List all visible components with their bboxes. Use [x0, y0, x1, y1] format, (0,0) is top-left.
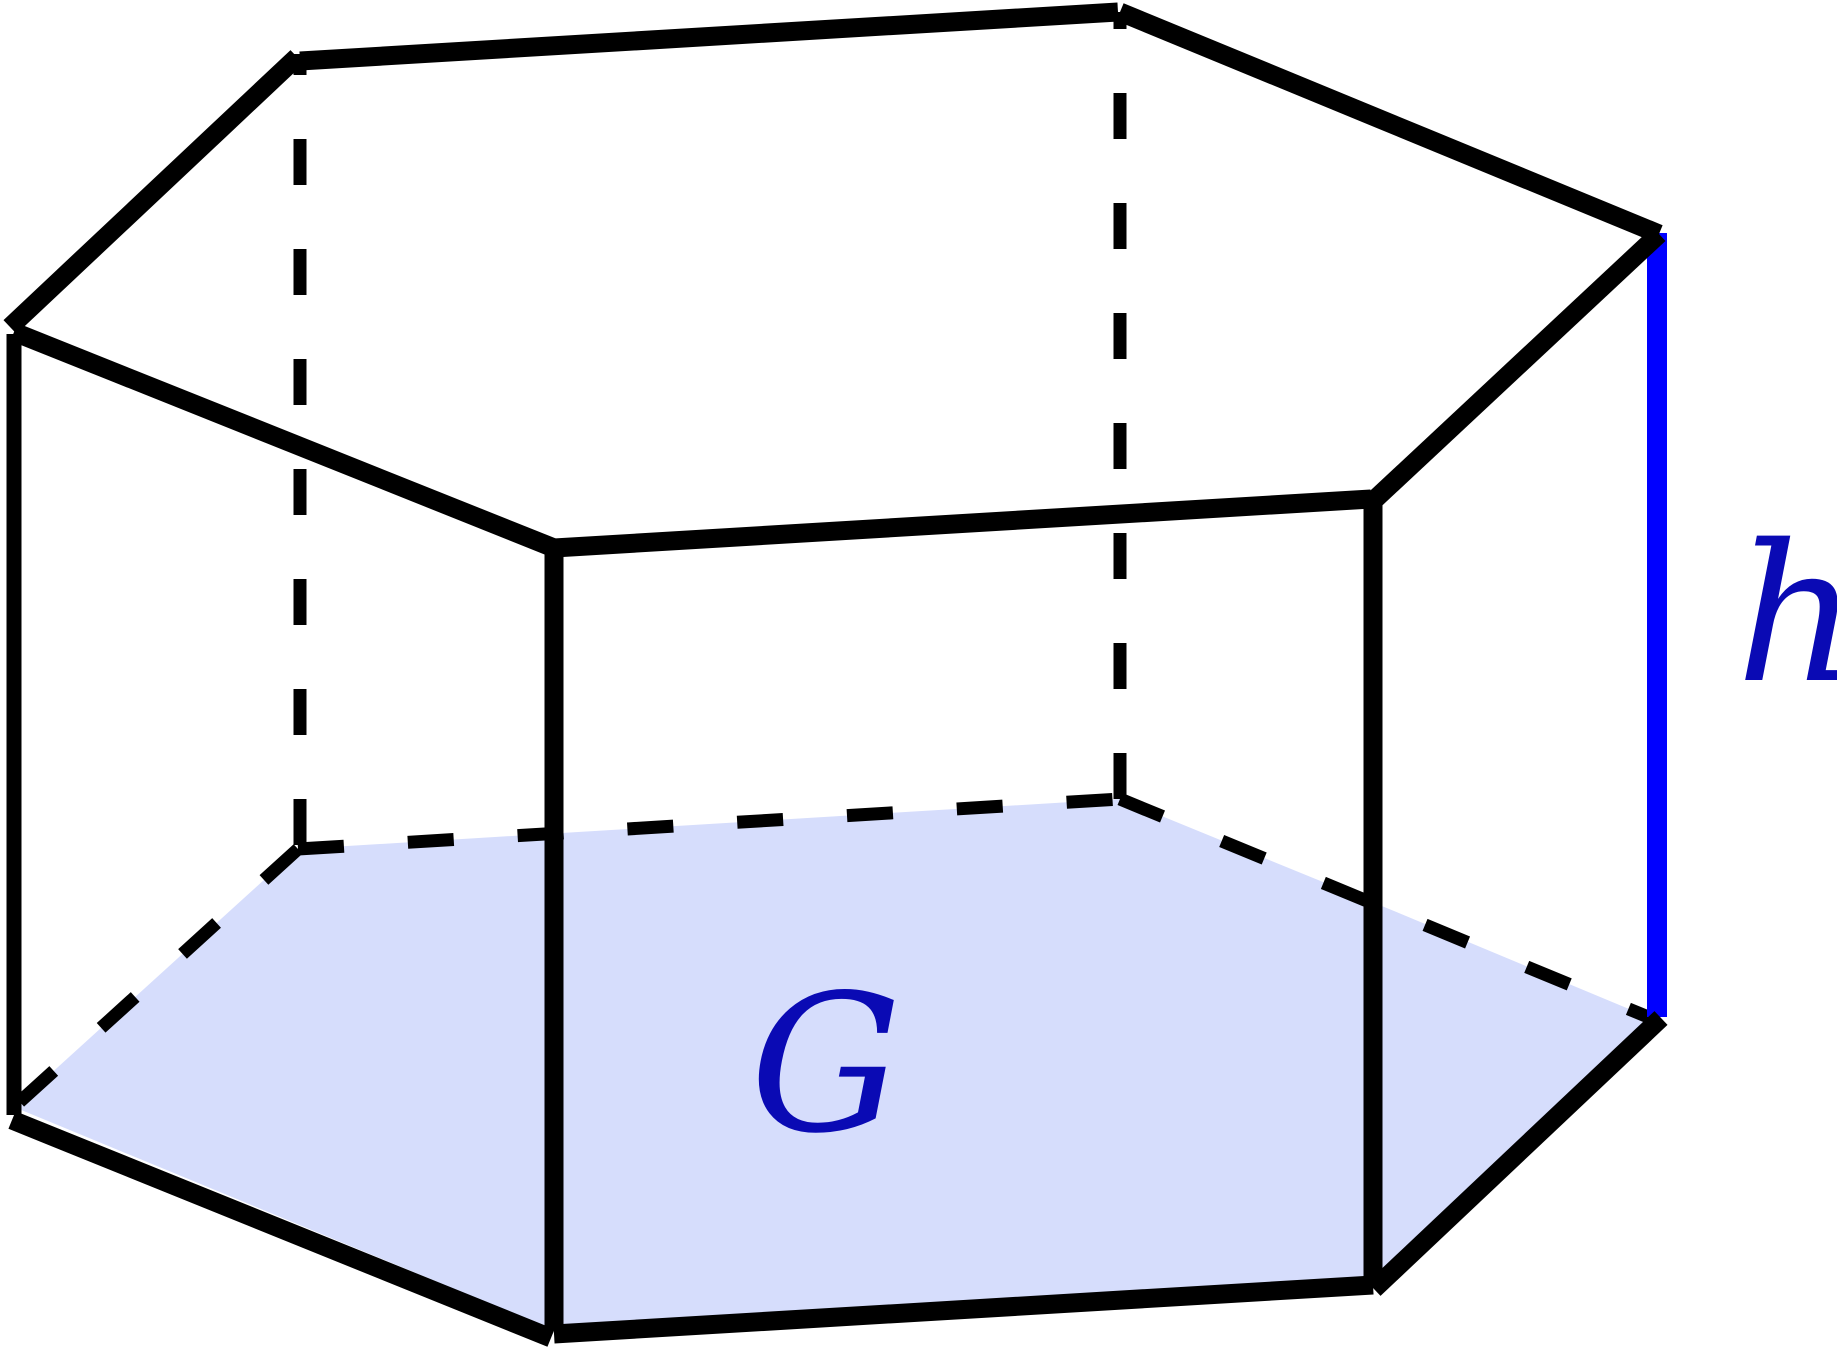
- height-label: h: [1736, 504, 1837, 725]
- base-edge-front-right: [1367, 1011, 1668, 1296]
- visible-base-edges: [8, 1011, 1668, 1347]
- top-edge-front-right: [1364, 227, 1666, 510]
- hidden-edges: [9, 12, 1656, 1112]
- visible-vertical-edges: [6, 334, 1383, 1330]
- base-label: G: [750, 954, 902, 1175]
- base-edge-front-left: [8, 1111, 555, 1347]
- top-edge-front: [553, 489, 1372, 558]
- base-face-g: [14, 799, 1653, 1330]
- hidden-base-edge-back: [297, 792, 1121, 856]
- base-edge-front: [553, 1275, 1374, 1344]
- top-face-edges: [3, 2, 1666, 558]
- hidden-base-edge-back-right: [1117, 792, 1656, 1026]
- top-edge-front-left: [10, 323, 558, 557]
- top-edge-back-right: [1116, 3, 1663, 243]
- top-edge-back: [299, 2, 1119, 71]
- top-edge-back-left: [3, 50, 304, 334]
